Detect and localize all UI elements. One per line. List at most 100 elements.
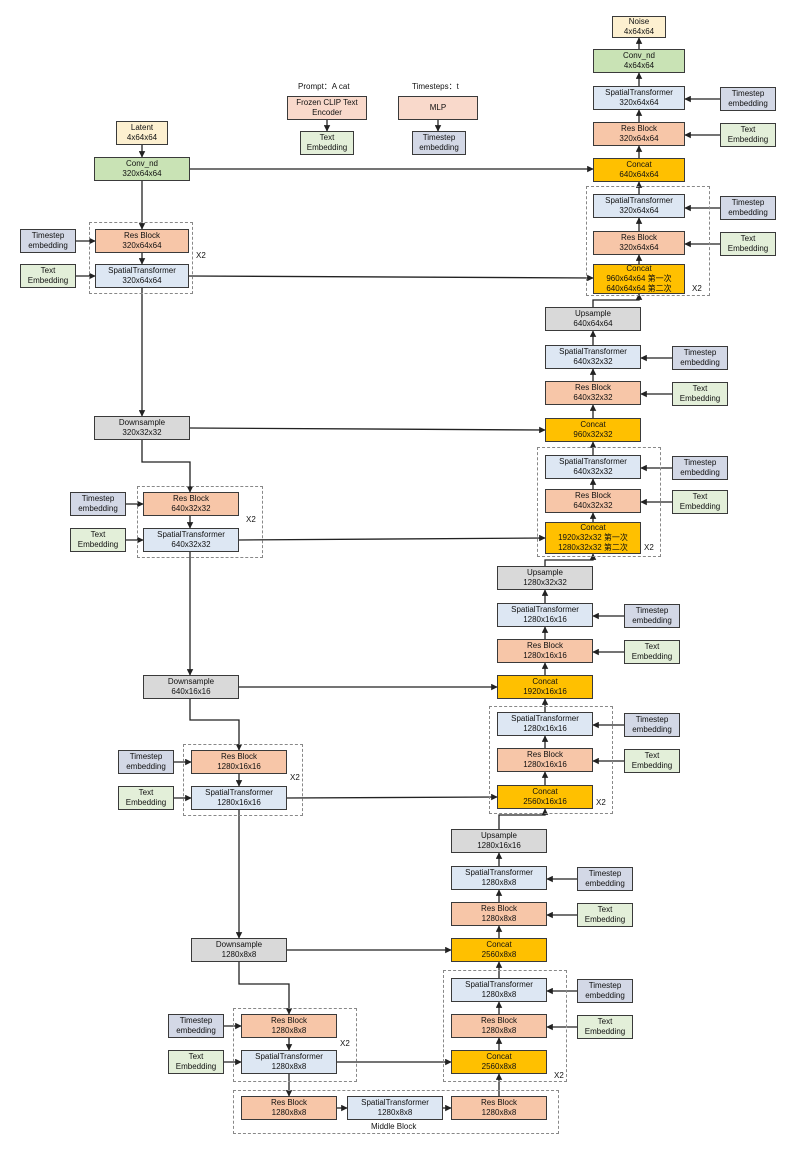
node-text: embedding xyxy=(632,725,672,734)
node-text: Embedding xyxy=(727,244,769,253)
prompt-label: Prompt：A cat xyxy=(298,82,350,91)
node-text: 1280x8x8 xyxy=(271,1026,307,1035)
node-text: Res Block xyxy=(270,1016,307,1025)
node-text: Downsample xyxy=(167,677,215,686)
node-text: Timestep xyxy=(683,348,717,357)
node-text: Frozen CLIP Text xyxy=(296,98,358,107)
node-text: 1280x16x16 xyxy=(523,615,567,624)
node-text: embedding xyxy=(680,468,720,477)
node-text: 1280x8x8 xyxy=(481,1026,517,1035)
node-text: 1280x8x8 xyxy=(481,878,517,887)
repeat-label: X2 xyxy=(340,1039,350,1048)
node-text: SpatialTransformer xyxy=(205,788,273,797)
node-text: 320x64x64 xyxy=(122,276,162,285)
node-text: 320x64x64 xyxy=(619,206,659,215)
node-text: 4x64x64 xyxy=(623,27,655,36)
node-text: Text xyxy=(188,1052,204,1061)
node-text: embedding xyxy=(632,616,672,625)
node-text: 2560x16x16 xyxy=(523,797,567,806)
node-text: Embedding xyxy=(584,1027,626,1036)
node-text: SpatialTransformer xyxy=(361,1098,429,1107)
node-text: embedding xyxy=(680,358,720,367)
node-text: 1280x8x8 xyxy=(271,1108,307,1117)
node-text: Conv_nd xyxy=(125,159,159,168)
node-text: Text xyxy=(90,530,106,539)
node-text: Concat xyxy=(532,787,558,796)
node-text: Res Block xyxy=(123,231,160,240)
node-text: Upsample xyxy=(480,831,517,840)
node-text: 4x64x64 xyxy=(126,133,158,142)
repeat-label: X2 xyxy=(596,798,606,807)
node-text: 640x32x32 xyxy=(573,467,613,476)
node-text: Timestep xyxy=(588,981,622,990)
node-text: Concat xyxy=(626,264,652,273)
node-text: embedding xyxy=(78,504,118,513)
node-text: 640x32x32 xyxy=(171,504,211,513)
flow-arrow xyxy=(286,793,498,801)
node-text: Downsample xyxy=(118,418,166,427)
up-group-1 xyxy=(586,186,710,296)
node-text: Timestep xyxy=(81,494,115,503)
node-text: 640x64x64 xyxy=(619,170,659,179)
node-text: SpatialTransformer xyxy=(511,714,579,723)
node-text: Res Block xyxy=(480,1098,517,1107)
node-text: Text xyxy=(692,492,708,501)
down-group-1 xyxy=(89,222,193,294)
node-text: 2560x8x8 xyxy=(481,950,517,959)
node-text: 1280x16x16 xyxy=(523,724,567,733)
flow-arrow xyxy=(189,426,546,434)
node-text: Res Block xyxy=(480,1016,517,1025)
node-text: 640x16x16 xyxy=(171,687,211,696)
node-text: Conv_nd xyxy=(622,51,656,60)
node-text: embedding xyxy=(585,991,625,1000)
node-text: 320x64x64 xyxy=(122,169,162,178)
node-text: Res Block xyxy=(480,904,517,913)
node-text: 1280x8x8 xyxy=(221,950,257,959)
node-text: 960x64x64 第一次 xyxy=(606,274,672,283)
node-text: Embedding xyxy=(679,502,721,511)
node-text: 1280x16x16 xyxy=(523,760,567,769)
node-text: Embedding xyxy=(77,540,119,549)
node-text: SpatialTransformer xyxy=(157,530,225,539)
node-text: Concat xyxy=(580,523,606,532)
node-text: Text xyxy=(644,642,660,651)
flow-arrow xyxy=(188,274,594,282)
node-text: 320x32x32 xyxy=(122,428,162,437)
node-text: Res Block xyxy=(574,383,611,392)
node-text: 1280x8x8 xyxy=(481,1108,517,1117)
flow-arrow xyxy=(189,699,243,751)
